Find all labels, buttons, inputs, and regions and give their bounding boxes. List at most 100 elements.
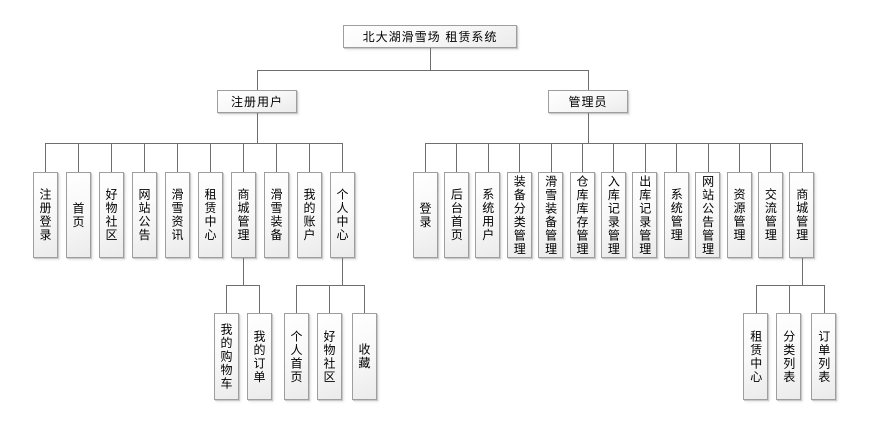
tree-node: 订单列表 — [811, 313, 837, 400]
connector-line — [739, 143, 740, 172]
connector-line — [802, 143, 803, 172]
tree-node: 我的订单 — [246, 313, 272, 400]
node-label: 个人首页 — [289, 329, 303, 384]
connector-line — [645, 143, 646, 172]
tree-node: 系统管理 — [663, 172, 689, 258]
tree-node: 系统用户 — [475, 172, 501, 258]
node-label: 交流管理 — [763, 188, 778, 242]
connector-line — [488, 143, 489, 172]
node-label: 后台首页 — [449, 188, 464, 242]
connector-line — [111, 143, 112, 172]
connector-line — [45, 143, 46, 172]
connector-line — [824, 285, 825, 313]
node-label: 订单列表 — [816, 329, 831, 384]
tree-node: 后台首页 — [443, 172, 469, 258]
tree-node: 我的购物车 — [213, 313, 239, 400]
tree-node: 租赁中心 — [743, 313, 769, 400]
tree-node: 注册登录 — [32, 172, 58, 258]
connector-line — [519, 143, 520, 172]
connector-line — [257, 70, 589, 71]
connector-line — [770, 143, 771, 172]
tree-node: 个人首页 — [283, 313, 309, 400]
node-label: 注册用户 — [230, 94, 283, 109]
connector-line — [226, 285, 227, 313]
connector-line — [430, 48, 431, 70]
node-label: 登录 — [418, 201, 432, 229]
node-label: 我的购物车 — [219, 322, 233, 391]
tree-node: 租赁中心 — [197, 172, 223, 258]
connector-line — [257, 70, 258, 90]
connector-line — [243, 258, 244, 285]
connector-line — [226, 285, 260, 286]
node-label: 租赁中心 — [203, 188, 217, 242]
connector-line — [613, 143, 614, 172]
connector-line — [802, 258, 803, 285]
tree-node: 装备分类管理 — [506, 172, 532, 258]
node-label: 分类列表 — [781, 329, 796, 384]
connector-line — [144, 143, 145, 172]
tree-node: 资源管理 — [726, 172, 752, 258]
connector-line — [756, 285, 825, 286]
connector-line — [588, 70, 589, 90]
node-label: 注册登录 — [38, 188, 52, 242]
node-label: 网站公告 — [137, 188, 151, 242]
tree-node: 我的账户 — [296, 172, 322, 258]
tree-node: 收藏 — [351, 313, 377, 400]
connector-line — [296, 285, 365, 286]
tree-node: 滑雪装备 — [263, 172, 289, 258]
node-label: 我的账户 — [302, 188, 316, 242]
connector-line — [45, 143, 343, 144]
node-label: 个人中心 — [335, 188, 349, 242]
root-node: 北大湖滑雪场 租赁系统 — [343, 25, 517, 48]
tree-node: 仓库库存管理 — [569, 172, 595, 258]
connector-line — [551, 143, 552, 172]
node-label: 资源管理 — [732, 188, 746, 242]
node-label: 系统用户 — [480, 188, 495, 242]
node-label: 滑雪装备 — [269, 188, 283, 242]
connector-line — [708, 143, 709, 172]
connector-line — [210, 143, 211, 172]
node-label: 好物社区 — [104, 188, 118, 242]
node-label: 系统管理 — [669, 188, 684, 242]
connector-line — [456, 143, 457, 172]
tree-node: 商城管理 — [789, 172, 815, 258]
node-label: 北大湖滑雪场 租赁系统 — [362, 29, 498, 44]
tree-node: 好物社区 — [316, 313, 342, 400]
connector-line — [425, 143, 803, 144]
tree-node: 网站公告管理 — [695, 172, 721, 258]
tree-node: 网站公告 — [131, 172, 157, 258]
tree-node: 登录 — [412, 172, 438, 258]
tree-node: 滑雪装备管理 — [538, 172, 564, 258]
tree-node: 入库记录管理 — [600, 172, 626, 258]
connector-line — [329, 285, 330, 313]
node-label: 网站公告管理 — [700, 174, 715, 256]
tree-node: 滑雪资讯 — [164, 172, 190, 258]
connector-line — [425, 143, 426, 172]
connector-line — [309, 143, 310, 172]
tree-node: 首页 — [65, 172, 91, 258]
node-label: 收藏 — [357, 343, 371, 370]
connector-line — [243, 143, 244, 172]
connector-line — [364, 285, 365, 313]
node-label: 仓库库存管理 — [575, 174, 589, 256]
tree-node: 分类列表 — [776, 313, 802, 400]
tree-node: 商城管理 — [230, 172, 256, 258]
connector-line — [676, 143, 677, 172]
node-label: 入库记录管理 — [606, 174, 621, 256]
connector-line — [259, 285, 260, 313]
connector-line — [582, 143, 583, 172]
node-label: 商城管理 — [794, 188, 809, 242]
branch-node-admin: 管理员 — [548, 90, 628, 113]
node-label: 管理员 — [568, 94, 608, 109]
tree-node: 个人中心 — [329, 172, 355, 258]
connector-line — [276, 143, 277, 172]
node-label: 出库记录管理 — [637, 174, 652, 256]
connector-line — [756, 285, 757, 313]
tree-node: 出库记录管理 — [632, 172, 658, 258]
connector-line — [296, 285, 297, 313]
connector-line — [177, 143, 178, 172]
connector-line — [789, 285, 790, 313]
node-label: 好物社区 — [322, 329, 336, 384]
node-label: 租赁中心 — [748, 329, 763, 384]
